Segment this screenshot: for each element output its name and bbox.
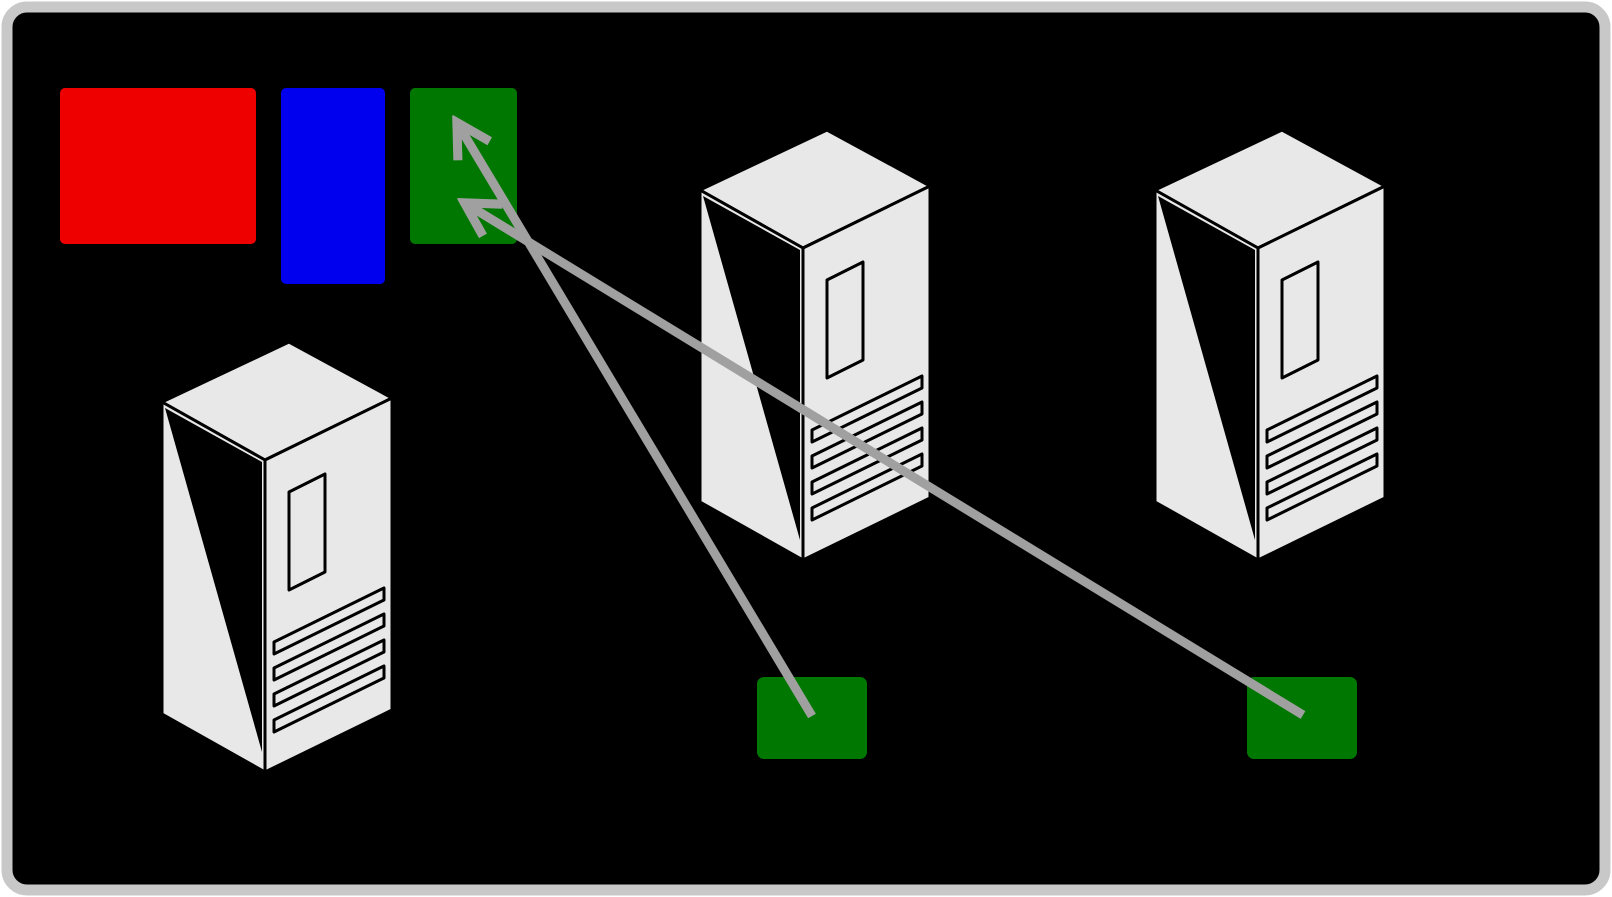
red-box	[60, 88, 256, 244]
blue-box	[281, 88, 385, 284]
arrow-from-right-box-to-top-green-box	[468, 205, 1306, 719]
server-middle	[698, 128, 932, 562]
server-right	[1153, 128, 1387, 562]
arrow-from-middle-box-to-top-green-box	[459, 126, 816, 719]
green-box-bottom-middle	[757, 677, 867, 759]
server-left	[160, 340, 394, 774]
